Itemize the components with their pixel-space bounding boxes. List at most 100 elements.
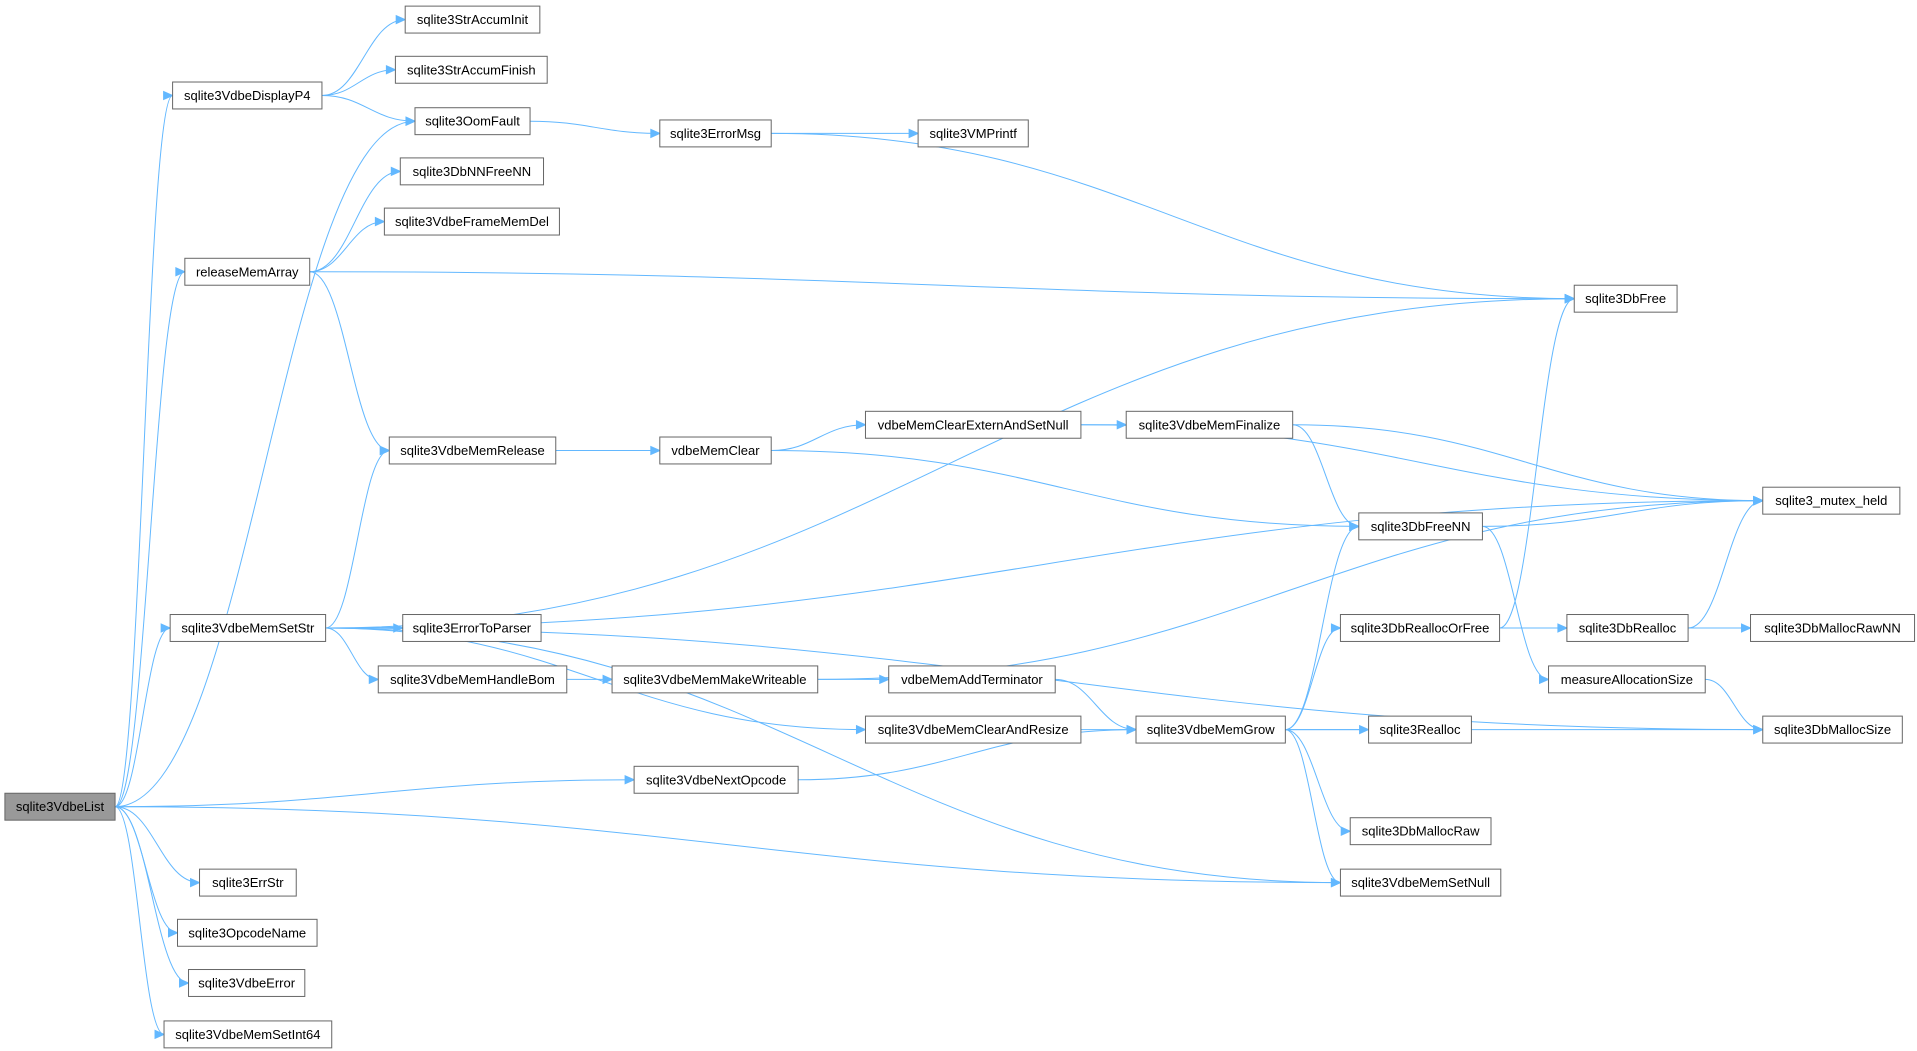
node-box xyxy=(659,119,772,148)
node-box xyxy=(399,157,545,186)
arrowhead xyxy=(855,724,867,735)
node-label: sqlite3VdbeFrameMemDel xyxy=(395,214,549,229)
call-edge xyxy=(1292,424,1763,502)
function-node[interactable]: sqlite3VdbeDisplayP4 xyxy=(172,81,323,110)
node-box xyxy=(4,792,116,821)
node-box xyxy=(1125,410,1294,439)
call-edge xyxy=(115,120,415,808)
node-label: sqlite3ErrStr xyxy=(212,875,284,890)
call-edge xyxy=(771,449,1359,527)
node-box xyxy=(611,665,819,694)
arrowhead xyxy=(379,445,391,456)
edges-layer xyxy=(114,14,1764,1040)
function-node[interactable]: sqlite3ErrorToParser xyxy=(402,614,542,642)
function-node[interactable]: sqlite3ErrStr xyxy=(199,868,297,897)
node-label: sqlite3VdbeMemGrow xyxy=(1147,722,1275,737)
call-edge xyxy=(530,120,660,134)
node-label: sqlite3DbRealloc xyxy=(1579,620,1677,635)
function-node[interactable]: sqlite3VdbeFrameMemDel xyxy=(383,207,560,236)
function-node[interactable]: sqlite3StrAccumFinish xyxy=(394,55,548,84)
call-edge xyxy=(115,806,1341,884)
call-edge xyxy=(771,132,1575,300)
function-node[interactable]: sqlite3VdbeError xyxy=(188,969,306,997)
arrowhead xyxy=(179,978,190,988)
function-node[interactable]: sqlite3VdbeMemSetInt64 xyxy=(163,1020,333,1049)
function-node[interactable]: sqlite3ErrorMsg xyxy=(659,119,772,148)
arrowhead xyxy=(368,674,380,685)
function-node[interactable]: sqlite3DbMallocSize xyxy=(1762,715,1903,744)
function-node[interactable]: sqlite3VdbeList xyxy=(4,792,116,821)
node-label: sqlite3DbMallocSize xyxy=(1774,722,1891,737)
call-edge xyxy=(1285,729,1341,884)
node-box xyxy=(1349,817,1492,846)
node-box xyxy=(864,715,1082,744)
call-edge xyxy=(309,170,401,273)
node-box xyxy=(388,436,557,465)
arrowhead xyxy=(1340,826,1352,836)
node-box xyxy=(169,614,327,642)
node-box xyxy=(377,665,568,694)
function-node[interactable]: sqlite3VdbeMemRelease xyxy=(388,436,557,465)
node-label: sqlite3VdbeMemSetNull xyxy=(1351,875,1490,890)
arrowhead xyxy=(602,674,614,685)
node-box xyxy=(184,257,311,286)
arrowhead xyxy=(154,1029,166,1040)
call-edge xyxy=(817,500,1763,680)
function-node[interactable]: sqlite3DbFree xyxy=(1573,284,1678,313)
function-node[interactable]: sqlite3VdbeMemGrow xyxy=(1135,715,1286,744)
function-node[interactable]: releaseMemArray xyxy=(184,257,311,286)
node-box xyxy=(888,665,1056,694)
function-node[interactable]: sqlite3Realloc xyxy=(1368,715,1472,744)
function-node[interactable]: sqlite3DbFreeNN xyxy=(1358,512,1483,541)
arrowhead xyxy=(175,266,187,277)
arrowhead xyxy=(390,166,402,177)
function-node[interactable]: sqlite3DbMallocRawNN xyxy=(1750,614,1916,642)
arrowhead xyxy=(168,928,179,938)
function-node[interactable]: sqlite3DbRealloc xyxy=(1566,614,1689,642)
function-node[interactable]: sqlite3StrAccumInit xyxy=(404,5,541,34)
function-node[interactable]: vdbeMemClearExternAndSetNull xyxy=(864,410,1082,439)
function-node[interactable]: sqlite3VdbeMemSetNull xyxy=(1339,868,1502,897)
function-node[interactable]: vdbeMemAddTerminator xyxy=(888,665,1056,694)
node-label: sqlite3_mutex_held xyxy=(1775,493,1887,508)
node-label: sqlite3DbFree xyxy=(1585,291,1666,306)
function-node[interactable]: sqlite3VdbeMemMakeWriteable xyxy=(611,665,819,694)
node-box xyxy=(394,55,548,84)
arrowhead xyxy=(624,775,636,785)
function-node[interactable]: sqlite3VdbeMemHandleBom xyxy=(377,665,568,694)
function-node[interactable]: sqlite3VdbeMemFinalize xyxy=(1125,410,1294,439)
node-label: sqlite3StrAccumFinish xyxy=(407,62,536,77)
node-box xyxy=(1548,665,1706,694)
function-node[interactable]: sqlite3DbReallocOrFree xyxy=(1339,614,1501,642)
call-edge xyxy=(325,627,1341,884)
function-node[interactable]: sqlite3DbNNFreeNN xyxy=(399,157,545,186)
function-node[interactable]: sqlite3OomFault xyxy=(414,107,531,136)
node-label: sqlite3VdbeMemSetStr xyxy=(181,620,315,635)
node-label: sqlite3DbReallocOrFree xyxy=(1351,620,1490,635)
call-edge xyxy=(321,19,406,96)
function-node[interactable]: sqlite3VMPrintf xyxy=(917,119,1029,148)
function-node[interactable]: sqlite3_mutex_held xyxy=(1762,486,1901,515)
arrowhead xyxy=(1330,877,1342,888)
nodes-layer: sqlite3VdbeList sqlite3StrAccumInit sqlite… xyxy=(4,5,1916,1049)
node-label: sqlite3VdbeError xyxy=(198,975,295,990)
function-node[interactable]: vdbeMemClear xyxy=(659,436,772,465)
node-box xyxy=(633,765,799,794)
node-label: vdbeMemAddTerminator xyxy=(901,672,1043,687)
arrowhead xyxy=(1557,623,1569,633)
call-edge xyxy=(321,94,415,122)
node-label: releaseMemArray xyxy=(196,264,299,279)
node-box xyxy=(1762,715,1903,744)
node-box xyxy=(917,119,1029,148)
function-node[interactable]: sqlite3VdbeMemClearAndResize xyxy=(864,715,1082,744)
function-node[interactable]: measureAllocationSize xyxy=(1548,665,1706,694)
node-box xyxy=(402,614,542,642)
function-node[interactable]: sqlite3VdbeNextOpcode xyxy=(633,765,799,794)
call-edge xyxy=(325,627,379,680)
function-node[interactable]: sqlite3DbMallocRaw xyxy=(1349,817,1492,846)
function-node[interactable]: sqlite3VdbeMemSetStr xyxy=(169,614,327,642)
function-node[interactable]: sqlite3OpcodeName xyxy=(177,918,318,947)
node-label: sqlite3DbMallocRawNN xyxy=(1764,620,1901,635)
node-label: sqlite3VdbeMemSetInt64 xyxy=(175,1027,320,1042)
